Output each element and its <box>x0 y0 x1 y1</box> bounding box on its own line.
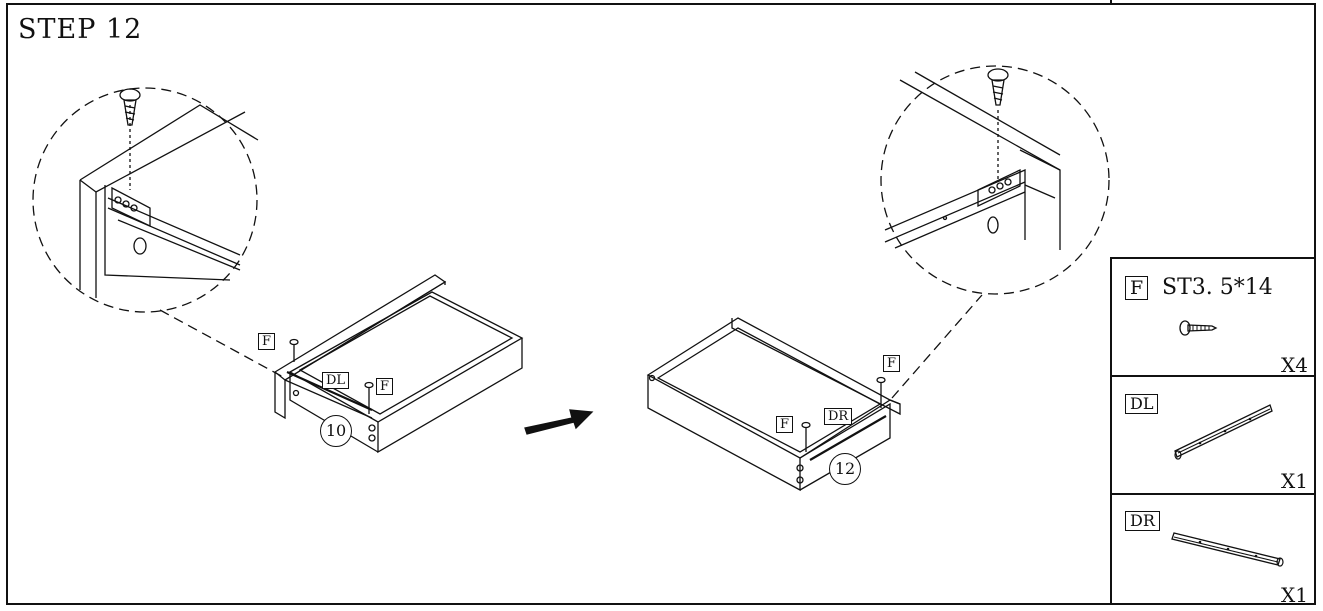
part-code: ST3. 5*14 <box>1162 275 1273 300</box>
left-drawer <box>273 274 524 454</box>
part-qty: X1 <box>1281 469 1308 493</box>
left-detail-circle <box>32 87 258 313</box>
left-screw-2-icon <box>364 381 374 414</box>
left-screw-tag-2: F <box>376 378 394 395</box>
right-screw-1-icon <box>876 376 886 408</box>
left-detail-screw-icon <box>119 88 141 126</box>
part-tag: F <box>1125 276 1149 300</box>
left-detail-content <box>79 104 259 298</box>
part-item-dl: DL X1 <box>1112 377 1316 495</box>
right-rail-tag: DR <box>824 408 853 425</box>
right-detail-content <box>884 71 1061 250</box>
part-tag: DR <box>1125 511 1160 531</box>
part-qty: X1 <box>1281 583 1308 607</box>
right-detail-circle <box>880 65 1110 295</box>
right-drawer <box>646 317 901 492</box>
part-tag: DL <box>1125 394 1159 414</box>
left-rail-tag: DL <box>322 372 350 389</box>
right-detail-screw-icon <box>987 68 1009 106</box>
step-title: STEP 12 <box>18 14 143 45</box>
right-screw-2-icon <box>801 421 811 452</box>
left-step-ref: 10 <box>320 415 352 447</box>
rail-right-icon <box>1171 532 1284 567</box>
part-item-dr: DR X1 <box>1112 495 1316 607</box>
part-qty: X4 <box>1281 353 1308 377</box>
left-screw-1-icon <box>289 338 299 362</box>
parts-list: F ST3. 5*14 X4 DL X1 DR X1 <box>1110 257 1316 607</box>
right-screw-tag-1: F <box>883 355 901 372</box>
direction-arrow <box>524 409 594 435</box>
screw-icon <box>1179 320 1218 336</box>
right-step-ref: 12 <box>829 453 861 485</box>
right-screw-tag-2: F <box>776 416 794 433</box>
top-divider <box>1110 0 1112 4</box>
left-screw-tag-1: F <box>258 333 276 350</box>
rail-left-icon <box>1174 404 1273 460</box>
page-frame <box>6 3 1316 605</box>
part-item-f: F ST3. 5*14 X4 <box>1112 259 1316 377</box>
